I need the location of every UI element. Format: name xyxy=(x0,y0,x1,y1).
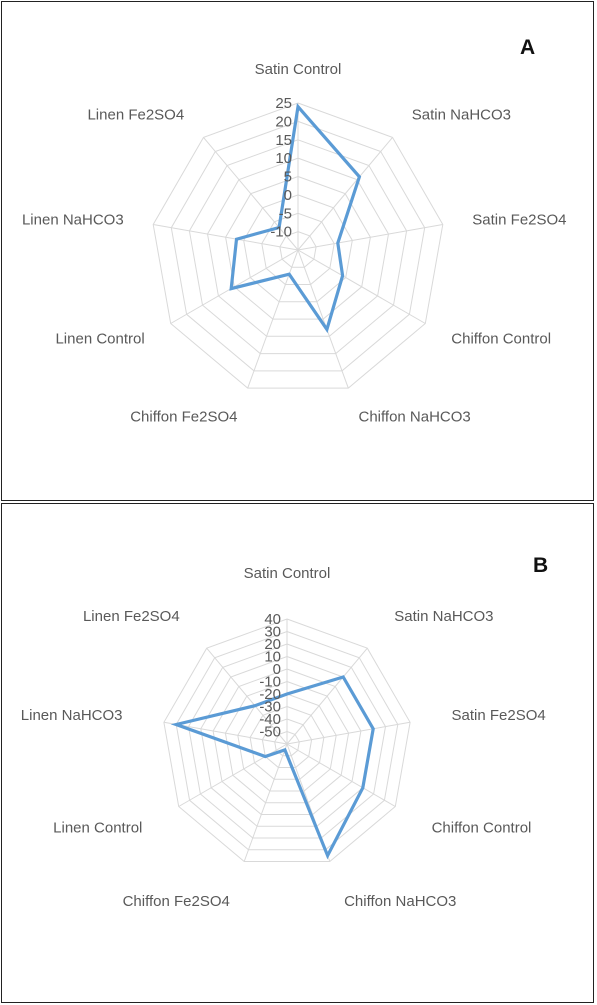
axis-tick-label: -50 xyxy=(259,724,281,741)
axis-tick-label: 0 xyxy=(273,661,281,678)
panel-label: B xyxy=(533,554,549,577)
grid-ring xyxy=(152,102,444,389)
grid-spoke xyxy=(297,249,349,389)
grid-ring xyxy=(225,175,371,320)
grid-ring xyxy=(237,693,337,792)
axis-tick-label: 10 xyxy=(275,150,292,167)
grid-spoke xyxy=(243,743,288,862)
axis-tick-label: 5 xyxy=(284,169,292,186)
grid-spoke xyxy=(297,224,443,251)
grid-ring xyxy=(175,630,399,851)
axis-tick-label: -40 xyxy=(259,711,281,728)
category-label-linen-fe2so4: Linen Fe2SO4 xyxy=(87,106,184,123)
axis-tick-label: 0 xyxy=(284,187,292,204)
grid-spoke xyxy=(203,137,299,251)
grid-ring xyxy=(206,157,390,337)
axis-tick-label: 30 xyxy=(264,624,281,641)
grid-ring xyxy=(170,120,426,372)
category-label-linen-nahco3: Linen NaHCO3 xyxy=(21,707,123,724)
axis-tick-label: 20 xyxy=(264,636,281,653)
category-label-linen-fe2so4: Linen Fe2SO4 xyxy=(83,608,180,625)
axis-tick-label: -10 xyxy=(259,674,281,691)
grid-ring xyxy=(188,139,408,355)
grid-spoke xyxy=(286,721,411,745)
category-label-satin-fe2so4: Satin Fe2SO4 xyxy=(472,211,566,228)
axis-tick-label: -30 xyxy=(259,699,281,716)
category-label-chiffon-control: Chiffon Control xyxy=(451,331,551,348)
category-label-linen-control: Linen Control xyxy=(53,820,142,837)
category-label-chiffon-fe2so4: Chiffon Fe2SO4 xyxy=(123,893,230,910)
series-line xyxy=(170,675,375,860)
axis-tick-label: -10 xyxy=(270,224,292,241)
category-label-chiffon-fe2so4: Chiffon Fe2SO4 xyxy=(130,408,237,425)
grid-spoke xyxy=(286,647,368,745)
category-label-satin-control: Satin Control xyxy=(255,61,342,78)
grid-ring xyxy=(279,231,317,268)
axis-tick-label: -20 xyxy=(259,686,281,703)
grid-ring xyxy=(249,705,325,780)
axis-tick-label: 25 xyxy=(275,95,292,112)
grid-ring xyxy=(212,668,362,815)
grid-spoke xyxy=(206,647,288,745)
grid-spoke xyxy=(286,743,396,807)
panel-label: A xyxy=(520,36,536,59)
grid-spoke xyxy=(153,224,299,251)
category-label-satin-fe2so4: Satin Fe2SO4 xyxy=(452,707,546,724)
axis-tick-label: -5 xyxy=(279,205,292,222)
category-label-linen-nahco3: Linen NaHCO3 xyxy=(22,211,124,228)
category-label-chiffon-nahco3: Chiffon NaHCO3 xyxy=(359,408,471,425)
axis-tick-label: 15 xyxy=(275,132,292,149)
category-label-satin-nahco3: Satin NaHCO3 xyxy=(394,608,493,625)
category-label-satin-nahco3: Satin NaHCO3 xyxy=(412,106,511,123)
category-label-chiffon-control: Chiffon Control xyxy=(432,820,532,837)
grid-spoke xyxy=(297,249,426,324)
axis-tick-label: 10 xyxy=(264,649,281,666)
axis-tick-label: 40 xyxy=(264,611,281,628)
axis-tick-label: 20 xyxy=(275,113,292,130)
grid-ring xyxy=(261,718,313,768)
category-label-linen-control: Linen Control xyxy=(55,331,144,348)
grid-spoke xyxy=(297,137,393,251)
category-label-chiffon-nahco3: Chiffon NaHCO3 xyxy=(344,893,456,910)
category-label-satin-control: Satin Control xyxy=(244,565,331,582)
grid-ring xyxy=(187,643,387,839)
grid-ring xyxy=(224,680,350,804)
series-line xyxy=(229,103,362,334)
grid-ring xyxy=(163,618,411,862)
